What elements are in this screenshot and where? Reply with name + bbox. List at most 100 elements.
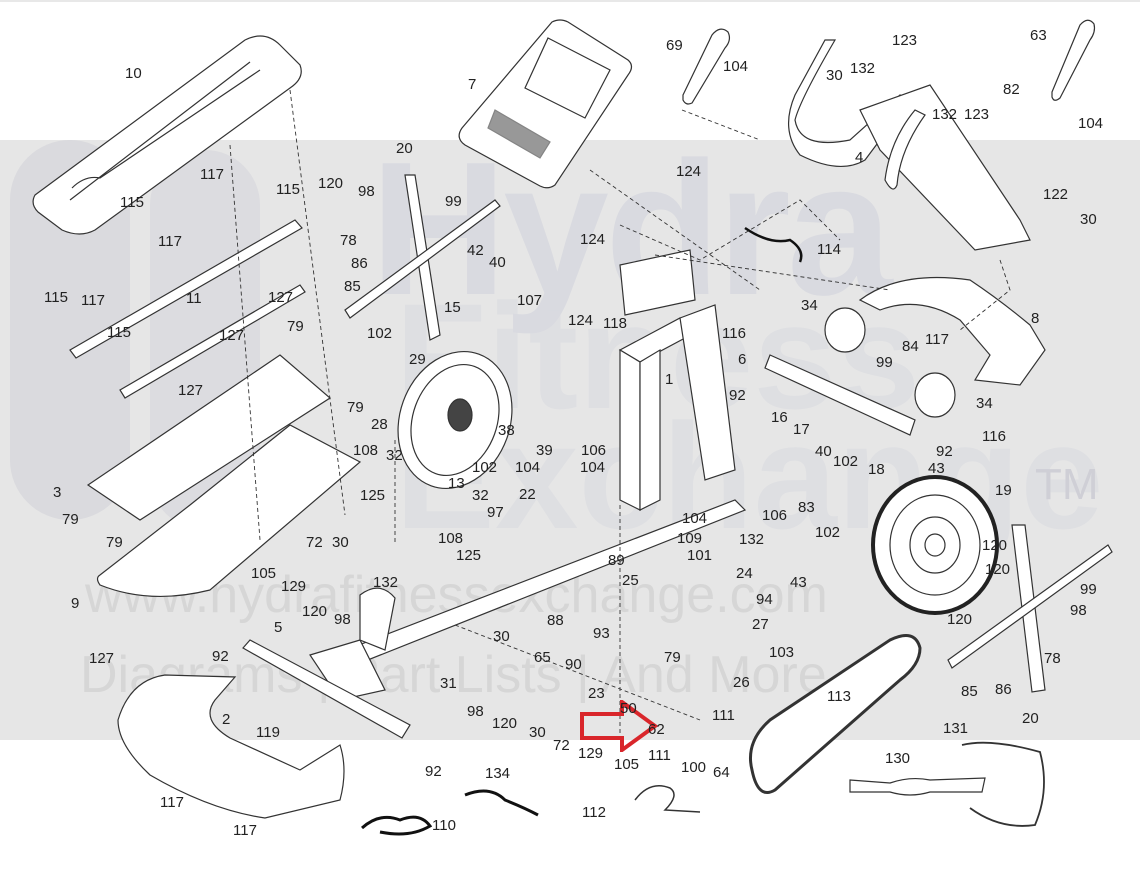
part-callout-102: 102 — [472, 459, 498, 476]
part-callout-113: 113 — [827, 688, 851, 705]
part-callout-99: 99 — [876, 354, 893, 371]
part-callout-72: 72 — [306, 534, 323, 551]
part-callout-103: 103 — [769, 644, 795, 661]
part-console-7 — [458, 19, 633, 189]
part-callout-125: 125 — [456, 547, 482, 564]
part-callout-104: 104 — [515, 459, 541, 476]
part-callout-120: 120 — [982, 537, 1008, 554]
part-callout-134: 134 — [485, 765, 511, 782]
part-callout-79: 79 — [62, 511, 79, 528]
part-callout-43: 43 — [928, 460, 945, 477]
part-callout-13: 13 — [448, 475, 465, 492]
part-callout-111: 111 — [648, 747, 671, 764]
part-callout-78: 78 — [340, 232, 357, 249]
part-callout-86: 86 — [351, 255, 368, 272]
part-callout-32: 32 — [472, 487, 489, 504]
part-callout-106: 106 — [581, 442, 607, 459]
part-callout-88: 88 — [547, 612, 564, 629]
part-callout-7: 7 — [468, 76, 477, 93]
part-callout-28: 28 — [371, 416, 388, 433]
part-callout-98: 98 — [334, 611, 351, 628]
part-callout-124: 124 — [676, 163, 702, 180]
part-callout-114: 114 — [817, 241, 841, 258]
part-callout-129: 129 — [578, 745, 604, 762]
part-callout-26: 26 — [733, 674, 750, 691]
part-shroud-10 — [32, 35, 302, 235]
part-callout-34: 34 — [801, 297, 818, 314]
part-callout-116: 116 — [982, 428, 1006, 445]
part-callout-122: 122 — [1043, 186, 1069, 203]
part-callout-119: 119 — [256, 724, 280, 741]
part-callout-98: 98 — [1070, 602, 1087, 619]
part-callout-117: 117 — [158, 233, 182, 250]
part-callout-64: 64 — [713, 764, 730, 781]
part-callout-30: 30 — [826, 67, 843, 84]
part-strap-130 — [849, 777, 986, 796]
part-callout-123: 123 — [892, 32, 918, 49]
part-callout-112: 112 — [582, 804, 606, 821]
part-callout-124: 124 — [568, 312, 594, 329]
part-rail — [119, 284, 306, 399]
part-callout-100: 100 — [681, 759, 707, 776]
part-callout-78: 78 — [1044, 650, 1061, 667]
part-callout-99: 99 — [1080, 581, 1097, 598]
part-callout-32: 32 — [386, 447, 403, 464]
part-callout-130: 130 — [885, 750, 911, 767]
part-callout-127: 127 — [219, 327, 245, 344]
part-callout-43: 43 — [790, 574, 807, 591]
part-callout-116: 116 — [722, 325, 746, 342]
part-callout-105: 105 — [251, 565, 277, 582]
part-callout-110: 110 — [432, 817, 456, 834]
part-callout-97: 97 — [487, 504, 504, 521]
part-grip-63 — [1051, 19, 1096, 101]
part-callout-9: 9 — [71, 595, 80, 612]
part-callout-120: 120 — [492, 715, 518, 732]
top-border — [0, 0, 1140, 2]
part-handlebar-4 — [787, 39, 1031, 251]
part-callout-42: 42 — [467, 242, 484, 259]
part-cable-110 — [361, 815, 433, 836]
part-callout-117: 117 — [200, 166, 224, 183]
part-callout-15: 15 — [444, 299, 461, 316]
part-crossbar-6 — [764, 354, 916, 436]
part-callout-50: 50 — [620, 700, 637, 717]
part-callout-127: 127 — [89, 650, 115, 667]
part-callout-132: 132 — [739, 531, 765, 548]
part-callout-84: 84 — [902, 338, 919, 355]
part-callout-115: 115 — [44, 289, 68, 306]
part-callout-108: 108 — [438, 530, 464, 547]
part-callout-124: 124 — [580, 231, 606, 248]
part-callout-24: 24 — [736, 565, 753, 582]
part-callout-117: 117 — [160, 794, 184, 811]
part-arm — [344, 199, 501, 319]
part-callout-23: 23 — [588, 685, 605, 702]
part-callout-132: 132 — [932, 106, 958, 123]
part-rail-11 — [69, 219, 303, 359]
part-callout-30: 30 — [493, 628, 510, 645]
part-callout-92: 92 — [729, 387, 746, 404]
part-cable-134 — [464, 789, 539, 817]
part-callout-90: 90 — [565, 656, 582, 673]
part-shroud-2 — [117, 674, 345, 819]
part-callout-115: 115 — [120, 194, 144, 211]
part-callout-107: 107 — [517, 292, 543, 309]
part-callout-120: 120 — [985, 561, 1011, 578]
part-callout-111: 111 — [712, 707, 735, 724]
part-callout-102: 102 — [833, 453, 859, 470]
part-callout-102: 102 — [815, 524, 841, 541]
part-front-upright — [359, 587, 396, 651]
part-callout-16: 16 — [771, 409, 788, 426]
part-callout-62: 62 — [648, 721, 665, 738]
part-callout-109: 109 — [677, 530, 703, 547]
part-callout-20: 20 — [396, 140, 413, 157]
part-callout-129: 129 — [281, 578, 307, 595]
watermark-trademark: TM — [1035, 460, 1099, 509]
part-callout-27: 27 — [752, 616, 769, 633]
part-callout-115: 115 — [276, 181, 300, 198]
part-callout-98: 98 — [358, 183, 375, 200]
part-callout-3: 3 — [53, 484, 62, 501]
part-callout-20: 20 — [1022, 710, 1039, 727]
part-callout-85: 85 — [961, 683, 978, 700]
part-callout-31: 31 — [440, 675, 457, 692]
part-callout-101: 101 — [687, 547, 713, 564]
